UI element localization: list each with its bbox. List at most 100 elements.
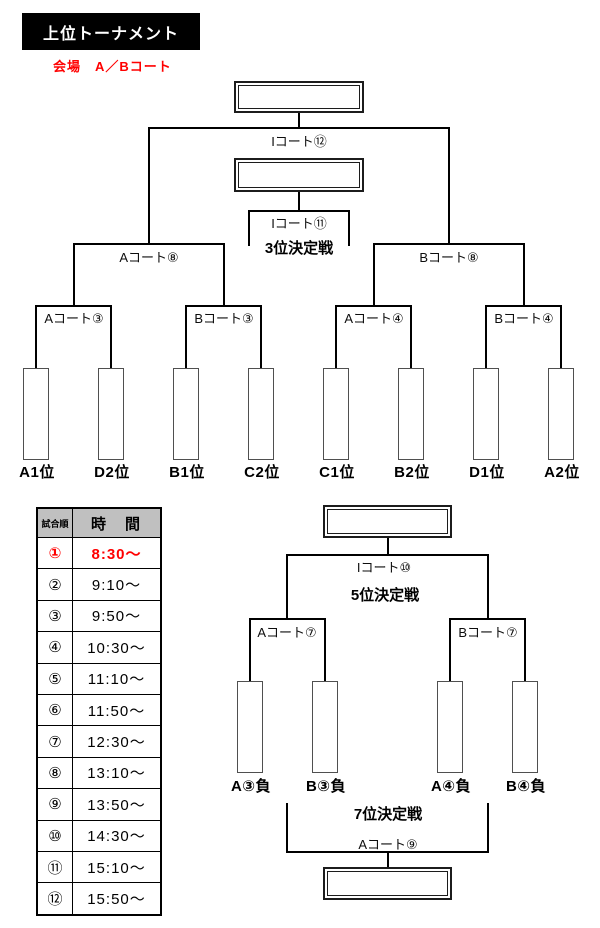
match-order: ⑥ xyxy=(36,693,73,727)
third-place-title: 3位決定戦 xyxy=(264,240,334,257)
final-connector xyxy=(148,127,450,245)
seed-label: A③負 xyxy=(230,778,272,795)
seed-label: B1位 xyxy=(169,464,205,481)
match-time: 10:30～ xyxy=(72,631,162,664)
semifinal-a-court-label: Aコート⑧ xyxy=(119,250,179,265)
match-time: 9:10～ xyxy=(72,568,162,601)
match7a-court-label: Aコート⑦ xyxy=(257,625,317,640)
match-order: ⑨ xyxy=(36,788,73,821)
champion-box-field xyxy=(238,85,360,109)
quarterfinal-1-connector xyxy=(35,305,112,369)
schedule-row: ① 8:30～ xyxy=(36,536,162,570)
page-title-box: 上位トーナメント xyxy=(22,13,200,50)
schedule-header-order: 試合順 xyxy=(36,507,73,538)
third-place-winner-field xyxy=(238,162,360,188)
match-time: 11:10～ xyxy=(72,662,162,695)
match-time: 13:10～ xyxy=(72,756,162,790)
match-order: ④ xyxy=(36,631,73,664)
seventh-place-winner-field xyxy=(327,871,448,896)
seed-box-d1 xyxy=(473,368,499,460)
match-time: 11:50～ xyxy=(72,693,162,727)
venue-label: 会場 A／Bコート xyxy=(53,59,172,74)
match-time: 8:30～ xyxy=(72,536,162,570)
semifinal-a-connector xyxy=(73,243,225,307)
seed-box-b4-loser xyxy=(512,681,538,773)
seed-box-c2 xyxy=(248,368,274,460)
seed-label: A1位 xyxy=(19,464,55,481)
seventh-place-winner-box xyxy=(323,867,452,900)
seventh-place-court-label: Aコート⑨ xyxy=(358,837,418,852)
schedule-row: ② 9:10～ xyxy=(36,568,162,601)
match-order: ⑩ xyxy=(36,819,73,852)
seventh-place-title: 7位決定戦 xyxy=(353,806,423,823)
schedule-header-time: 時 間 xyxy=(72,507,162,538)
final-court-label: Iコート⑫ xyxy=(271,134,327,149)
schedule-table: 試合順 時 間 ① 8:30～ ② 9:10～ ③ 9:50～ ④ 10:30～ xyxy=(36,507,162,916)
seed-label: C2位 xyxy=(244,464,280,481)
seed-box-a3-loser xyxy=(237,681,263,773)
match7b-court-label: Bコート⑦ xyxy=(458,625,518,640)
seed-box-a1 xyxy=(23,368,49,460)
quarterfinal-1-court-label: Aコート③ xyxy=(44,311,104,326)
schedule-row: ⑧ 13:10～ xyxy=(36,756,162,790)
seed-label: B2位 xyxy=(394,464,430,481)
seed-box-b1 xyxy=(173,368,199,460)
seed-label: A2位 xyxy=(544,464,580,481)
schedule-row: ⑪ 15:10～ xyxy=(36,850,162,884)
third-place-connector xyxy=(248,210,350,246)
schedule-row: ⑩ 14:30～ xyxy=(36,819,162,852)
schedule-row: ⑨ 13:50～ xyxy=(36,788,162,821)
match-order: ⑧ xyxy=(36,756,73,790)
fifth-place-court-label: Iコート⑩ xyxy=(356,560,412,575)
match-order: ⑦ xyxy=(36,725,73,758)
match-time: 15:50～ xyxy=(72,882,162,916)
champion-box xyxy=(234,81,364,113)
quarterfinal-4-connector xyxy=(485,305,562,369)
seed-label: D1位 xyxy=(469,464,505,481)
quarterfinal-3-court-label: Aコート④ xyxy=(344,311,404,326)
fifth-place-title: 5位決定戦 xyxy=(350,587,420,604)
match-order: ② xyxy=(36,568,73,601)
seed-box-b2 xyxy=(398,368,424,460)
seed-box-c1 xyxy=(323,368,349,460)
match-time: 15:10～ xyxy=(72,850,162,884)
seed-label: C1位 xyxy=(319,464,355,481)
quarterfinal-4-court-label: Bコート④ xyxy=(494,311,554,326)
schedule-row: ⑦ 12:30～ xyxy=(36,725,162,758)
schedule-row: ⑫ 15:50～ xyxy=(36,882,162,916)
match-order: ① xyxy=(36,536,73,570)
page-title: 上位トーナメント xyxy=(42,25,179,43)
seed-label: B③負 xyxy=(305,778,347,795)
match-order: ⑪ xyxy=(36,850,73,884)
third-place-winner-box xyxy=(234,158,364,192)
semifinal-b-connector xyxy=(373,243,525,307)
match-order: ⑫ xyxy=(36,882,73,916)
fifth-place-winner-box xyxy=(323,505,452,538)
seed-box-b3-loser xyxy=(312,681,338,773)
fifth-place-connector xyxy=(286,554,489,620)
seed-label: A④負 xyxy=(430,778,472,795)
match-time: 12:30～ xyxy=(72,725,162,758)
match-order: ③ xyxy=(36,599,73,633)
quarterfinal-2-court-label: Bコート③ xyxy=(194,311,254,326)
schedule-row: ⑤ 11:10～ xyxy=(36,662,162,695)
schedule-row: ⑥ 11:50～ xyxy=(36,693,162,727)
third-place-court-label: Iコート⑪ xyxy=(271,216,327,231)
match-time: 9:50～ xyxy=(72,599,162,633)
schedule-row: ④ 10:30～ xyxy=(36,631,162,664)
match-order: ⑤ xyxy=(36,662,73,695)
seed-label: B④負 xyxy=(505,778,547,795)
match7a-connector xyxy=(249,618,326,682)
seed-label: D2位 xyxy=(94,464,130,481)
schedule-row: ③ 9:50～ xyxy=(36,599,162,633)
schedule-header-row: 試合順 時 間 xyxy=(36,507,162,538)
fifth-place-winner-field xyxy=(327,509,448,534)
seed-box-d2 xyxy=(98,368,124,460)
match-time: 14:30～ xyxy=(72,819,162,852)
seed-box-a4-loser xyxy=(437,681,463,773)
quarterfinal-3-connector xyxy=(335,305,412,369)
seed-box-a2 xyxy=(548,368,574,460)
semifinal-b-court-label: Bコート⑧ xyxy=(419,250,479,265)
